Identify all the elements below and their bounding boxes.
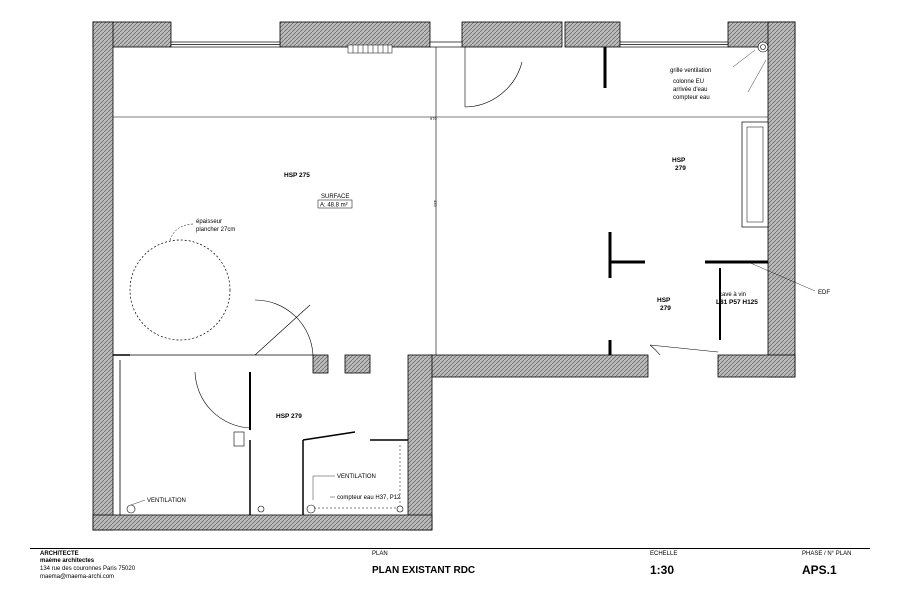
note-edf: EDF [818, 290, 830, 296]
interior-lines [113, 47, 768, 515]
room-label-hsp-279-right-line1: HSP [672, 157, 686, 164]
note-ventilation-right: VENTILATION [337, 474, 376, 480]
echelle-heading: ECHELLE [650, 551, 678, 557]
firm-email: maema@maema-archi.com [40, 574, 115, 580]
door-swings [194, 47, 719, 429]
architecte-block: ARCHITECTE maème architectes 134 rue des… [40, 551, 135, 581]
echelle-block: ECHELLE 1:30 [650, 551, 677, 577]
note-compteur-eau: compteur eau H37, P12 [337, 495, 401, 501]
title-block: ARCHITECTE maème architectes 134 rue des… [30, 548, 870, 589]
note-colonne-line1: colonne EU [673, 79, 704, 85]
firm-name: maème architectes [40, 558, 95, 564]
note-cave-line1: cave à vin [719, 292, 746, 298]
radiator [347, 44, 393, 54]
room-label-hsp-279-cave-line2: 279 [660, 305, 671, 312]
leader-lines [130, 49, 816, 506]
room-label-hsp-279-cave-line1: HSP [657, 297, 671, 304]
firm-address: 134 rue des couronnes Paris 75020 [40, 566, 136, 572]
dimension-vertical: 435 [433, 200, 438, 207]
floor-thickness-circle [129, 239, 231, 341]
room-label-hsp-279-right-line2: 279 [675, 165, 686, 172]
scale-value: 1:30 [650, 563, 675, 577]
room-label-hsp-279-lower: HSP 279 [276, 413, 302, 420]
note-cave-line2: L81 P57 H125 [716, 299, 758, 306]
electrical-panel [233, 431, 245, 447]
surface-box [317, 199, 353, 209]
phase-block: PHASE / N° PLAN APS.1 [802, 551, 851, 577]
phase-heading: PHASE / N° PLAN [802, 551, 852, 557]
plan-name: PLAN EXISTANT RDC [372, 565, 476, 576]
exterior-walls [92, 21, 796, 531]
surface-value: A: 48.8 m² [320, 203, 348, 209]
note-ventilation-left: VENTILATION [147, 498, 186, 504]
note-colonne-line2: arrivée d'eau [673, 87, 708, 93]
phase-value: APS.1 [802, 563, 837, 577]
dimension-horizontal: 970 [430, 116, 437, 121]
plan-heading: PLAN [372, 551, 388, 557]
room-label-hsp-275: HSP 275 [284, 172, 310, 179]
note-epaisseur-line2: plancher 27cm [196, 227, 235, 233]
surface-title: SURFACE [321, 194, 349, 200]
right-cupboard [741, 121, 769, 228]
note-colonne-line3: compteur eau [673, 95, 710, 101]
note-epaisseur-line1: épaisseur [196, 219, 222, 225]
vent-symbols [126, 41, 769, 514]
architecte-heading: ARCHITECTE [40, 551, 79, 557]
top-windows [170, 41, 729, 48]
plan-block: PLAN PLAN EXISTANT RDC [372, 551, 475, 576]
note-grille-ventilation: grille ventilation [670, 68, 711, 74]
